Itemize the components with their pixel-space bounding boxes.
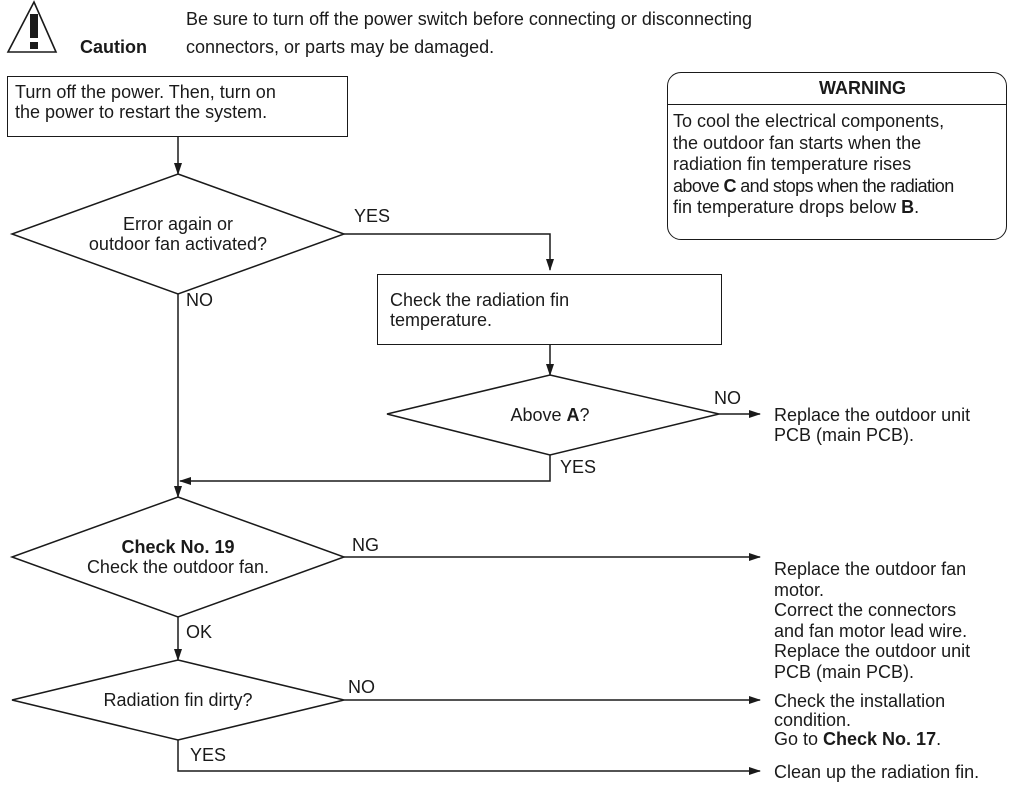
result-replace-pcb: Replace the outdoor unit PCB (main PCB). bbox=[774, 405, 971, 445]
step-text: Turn off the power. Then, turn on bbox=[15, 82, 276, 102]
step-restart-box: Turn off the power. Then, turn on the po… bbox=[7, 76, 348, 137]
branch-check19-ng: NG bbox=[352, 535, 379, 555]
branch-fin-yes: YES bbox=[190, 745, 227, 765]
warning-line: fin temperature drops below B. bbox=[673, 197, 920, 217]
decision-error-text: Error again or outdoor fan activated? bbox=[88, 214, 268, 254]
warning-line: the outdoor fan starts when the bbox=[673, 132, 922, 153]
step-check-fin-box: Check the radiation fin temperature. bbox=[377, 274, 722, 345]
warning-title: WARNING bbox=[819, 78, 906, 98]
branch-error-no: NO bbox=[186, 290, 213, 310]
decision-above-text: Above A? bbox=[510, 405, 590, 425]
caution-label: Caution bbox=[80, 37, 147, 57]
warning-header: WARNING bbox=[668, 73, 1006, 105]
decision-check19-text: Check No. 19 Check the outdoor fan. bbox=[86, 537, 270, 577]
step-text: the power to restart the system. bbox=[15, 102, 268, 122]
branch-above-yes: YES bbox=[560, 457, 597, 477]
step-text: temperature. bbox=[390, 310, 493, 330]
branch-fin-no: NO bbox=[348, 677, 375, 697]
branch-above-no: NO bbox=[714, 388, 741, 408]
result-check-installation: Check the installation condition. Go to … bbox=[774, 691, 946, 749]
warning-line: radiation fin temperature rises bbox=[673, 154, 912, 174]
warning-box: WARNING To cool the electrical component… bbox=[667, 72, 1007, 240]
step-text: Check the radiation fin bbox=[390, 290, 570, 310]
warning-body: To cool the electrical components, the o… bbox=[673, 111, 954, 219]
warning-line: To cool the electrical components, bbox=[673, 111, 945, 131]
branch-check19-ok: OK bbox=[186, 622, 213, 642]
decision-fin-dirty-text: Radiation fin dirty? bbox=[103, 690, 253, 710]
result-replace-fan: Replace the outdoor fan motor. Correct t… bbox=[774, 559, 971, 682]
result-clean-fin: Clean up the radiation fin. bbox=[774, 762, 980, 782]
branch-error-yes: YES bbox=[354, 206, 391, 226]
warning-line: above C and stops when the radiation bbox=[673, 175, 954, 196]
caution-icon bbox=[6, 0, 58, 53]
caution-text-line1: Be sure to turn off the power switch bef… bbox=[186, 9, 752, 29]
caution-text-line2: connectors, or parts may be damaged. bbox=[186, 37, 495, 57]
